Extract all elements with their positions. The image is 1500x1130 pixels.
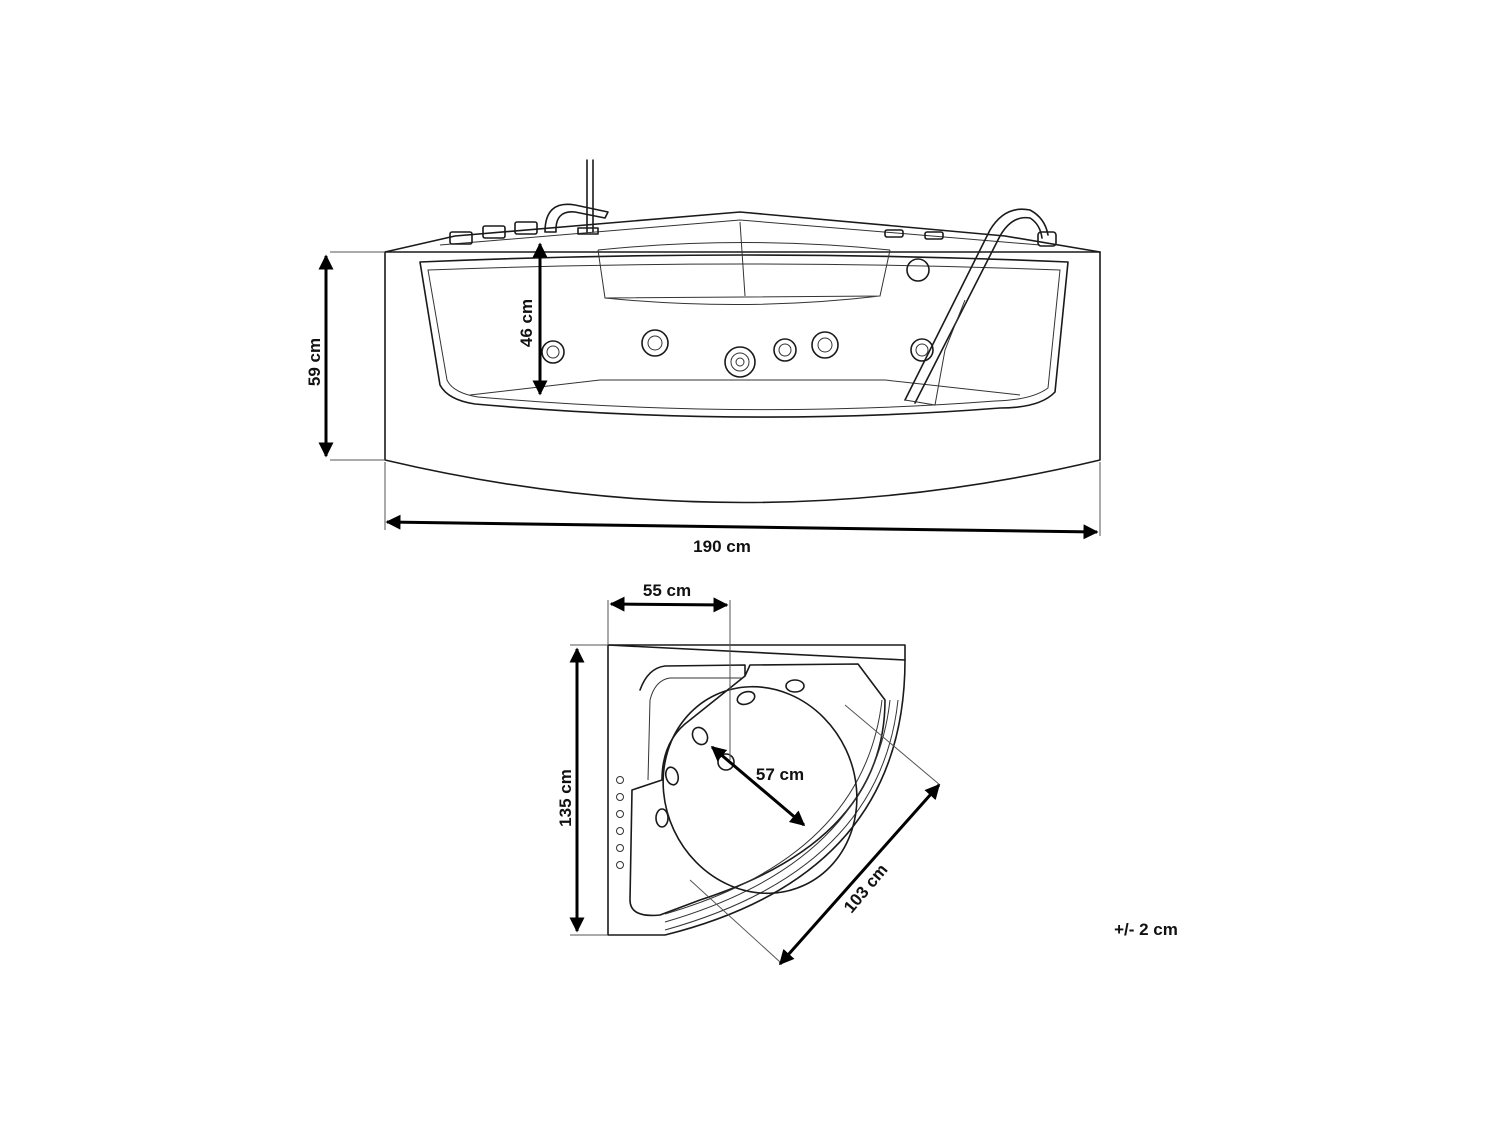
dimension-103-arrow — [778, 783, 941, 966]
dimension-57-arrow — [710, 745, 806, 827]
dimension-55-arrow — [609, 596, 729, 613]
jet-icon — [541, 258, 934, 378]
side-dots — [616, 776, 624, 869]
dimension-46-label: 46 cm — [517, 299, 536, 347]
dimension-190-arrow — [385, 514, 1099, 540]
dimension-55-label: 55 cm — [643, 581, 691, 600]
dimension-57-label: 57 cm — [756, 765, 804, 784]
control-buttons — [449, 221, 944, 245]
dimension-59-label: 59 cm — [305, 338, 324, 386]
dimension-135-label: 135 cm — [556, 769, 575, 827]
faucet-icon — [544, 159, 609, 235]
glass-window — [419, 254, 1069, 418]
tub-body-outline — [384, 251, 1101, 504]
hand-shower-icon — [904, 208, 1057, 406]
dimension-190-label: 190 cm — [693, 537, 751, 556]
top-basin-outline — [629, 663, 886, 917]
tolerance-note: +/- 2 cm — [1114, 920, 1178, 939]
front-view: 59 cm 46 cm 190 cm — [305, 159, 1101, 556]
tub-rim-back — [384, 211, 1101, 253]
top-jets — [655, 679, 805, 828]
inner-basin — [597, 249, 891, 306]
top-view: 55 cm 135 cm 57 cm 103 cm — [556, 581, 941, 966]
